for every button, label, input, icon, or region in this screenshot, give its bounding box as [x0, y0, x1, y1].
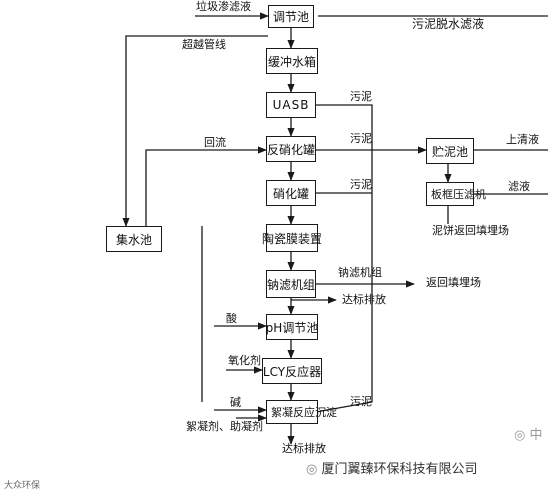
- box-buffer-tank: 缓冲水箱: [266, 48, 318, 74]
- label-supernatant: 上清液: [506, 133, 539, 146]
- label-flocculant: 絮凝剂、助凝剂: [186, 420, 263, 433]
- label-discharge-2: 达标排放: [282, 442, 326, 455]
- line-recycle: [145, 146, 267, 226]
- box-denitrification: 反硝化罐: [266, 136, 316, 162]
- label-leachate: 垃圾渗滤液: [196, 0, 251, 13]
- box-regulating-tank: 调节池: [268, 5, 314, 28]
- box-lcy-reactor: LCY反应器: [262, 358, 322, 384]
- box-uasb: UASB: [266, 92, 316, 118]
- label-nanofiltration-unit: 钠滤机组: [338, 266, 382, 279]
- label-sludge-nitrification: 污泥: [350, 178, 372, 191]
- wechat-icon-side: ◎: [514, 428, 530, 443]
- label-bypass: 超越管线: [182, 38, 226, 51]
- label-recycle: 回流: [204, 136, 226, 149]
- label-sludge-uasb: 污泥: [350, 90, 372, 103]
- label-dewatering-filtrate: 污泥脱水滤液: [412, 17, 485, 31]
- watermark-company: ◎ 厦门翼臻环保科技有限公司: [306, 462, 478, 477]
- line-bypass: [122, 35, 268, 227]
- box-flocculation: 絮凝反应沉淀: [266, 400, 337, 424]
- label-sludge-flocculation: 污泥: [350, 395, 372, 408]
- watermark-corner: 大众环保: [4, 481, 41, 491]
- line-sludge: [314, 104, 373, 413]
- label-acid: 酸: [226, 312, 237, 325]
- box-filter-press: 板框压滤机: [426, 182, 486, 206]
- box-ceramic-membrane: 陶瓷膜装置: [262, 224, 322, 252]
- box-nitrification: 硝化罐: [266, 180, 316, 206]
- label-sludge-denitrification: 污泥: [350, 132, 372, 145]
- watermark-side: ◎ 中: [514, 428, 543, 443]
- label-sludge-cake: 泥饼返回填埋场: [432, 224, 509, 237]
- label-oxidant: 氧化剂: [228, 354, 261, 367]
- label-return-landfill: 返回填埋场: [426, 276, 481, 289]
- label-discharge-1: 达标排放: [342, 293, 386, 306]
- label-alkali: 碱: [230, 396, 241, 409]
- box-ph-tank: pH调节池: [266, 314, 318, 340]
- wechat-icon: ◎: [306, 462, 322, 477]
- box-collecting-tank: 集水池: [106, 226, 162, 252]
- box-nanofiltration: 钠滤机组: [266, 270, 316, 298]
- box-sludge-storage: 贮泥池: [426, 138, 474, 164]
- label-filtrate: 滤液: [508, 180, 530, 193]
